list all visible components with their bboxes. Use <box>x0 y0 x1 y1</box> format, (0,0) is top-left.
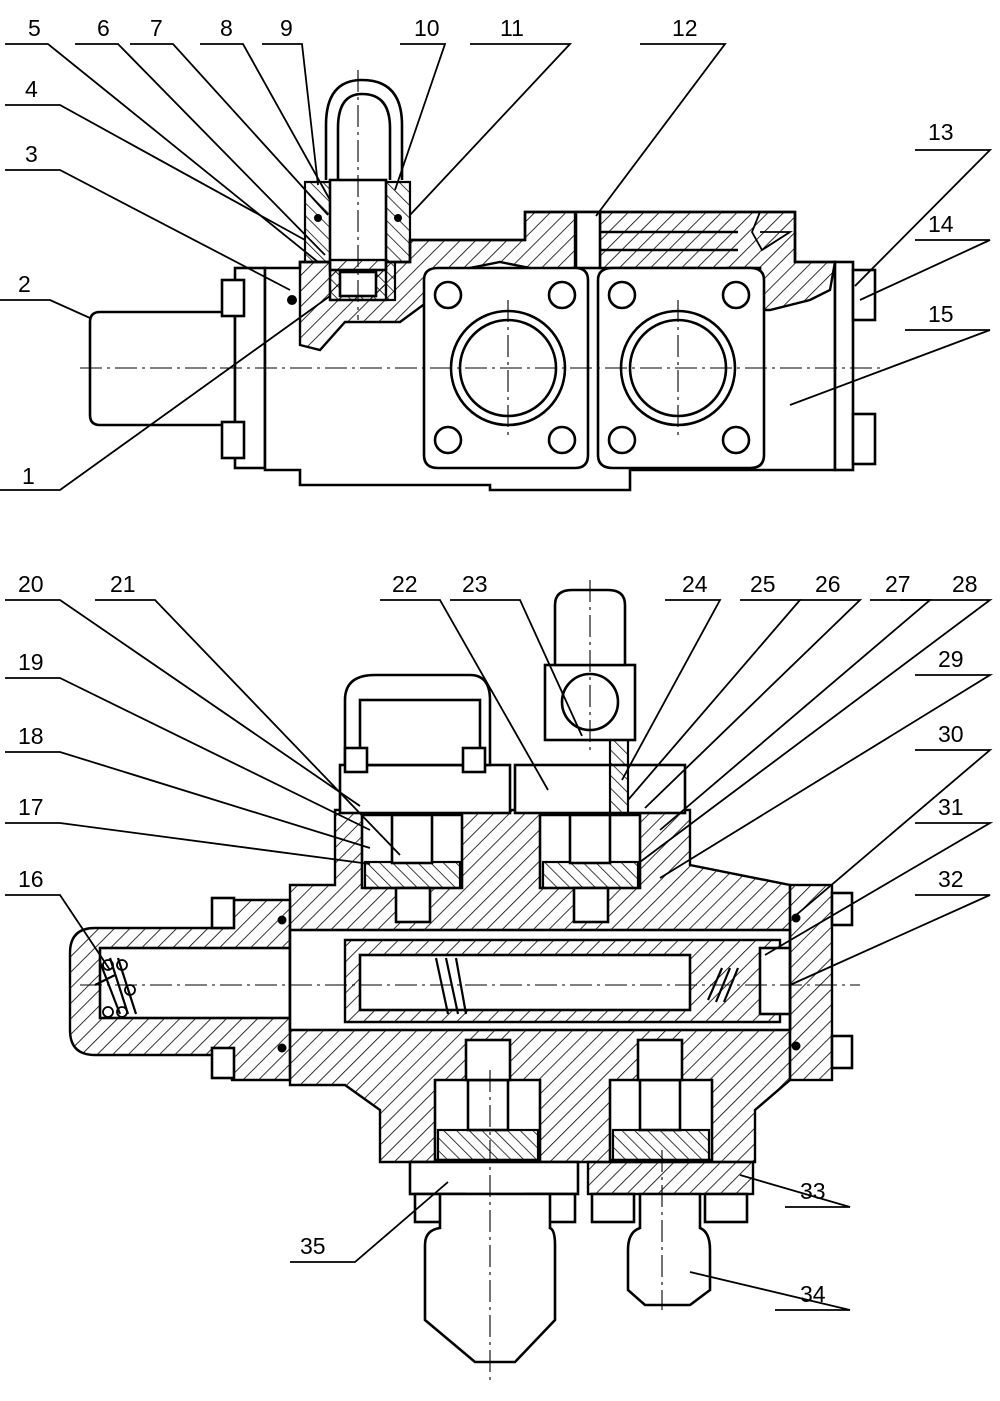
part-label: 29 <box>938 646 964 672</box>
part-label: 34 <box>800 1281 826 1307</box>
part-label: 28 <box>952 571 978 597</box>
right-flange <box>833 260 855 472</box>
left-bolt-bottom <box>220 420 246 460</box>
handle-loop-inner <box>336 92 392 180</box>
part-label: 30 <box>938 721 964 747</box>
plug-right <box>735 211 794 252</box>
part-label: 3 <box>25 141 38 167</box>
top-view <box>80 70 880 492</box>
part-label: 26 <box>815 571 841 597</box>
part-label: 5 <box>28 15 41 41</box>
part-label: 21 <box>110 571 136 597</box>
flange-bolts <box>433 280 751 455</box>
leader-lines <box>0 43 994 1311</box>
part-label: 14 <box>928 211 954 237</box>
bottom-cap-large <box>423 1192 557 1364</box>
part-label: 19 <box>18 649 44 675</box>
part-label: 2 <box>18 271 31 297</box>
right-cap-bolt-bottom <box>830 1034 854 1070</box>
spool-inner-bore <box>358 953 692 1012</box>
right-bolt-bottom <box>851 412 877 466</box>
upper-valve-nut-right <box>572 886 610 924</box>
bottom-cap-small <box>626 1192 712 1307</box>
left-bolt-top <box>220 278 246 318</box>
plug-12 <box>574 210 602 270</box>
part-label: 1 <box>22 463 35 489</box>
spring-cap-bore <box>98 946 292 1020</box>
part-label: 15 <box>928 301 954 327</box>
part-label: 32 <box>938 866 964 892</box>
part-label: 12 <box>672 15 698 41</box>
part-label: 31 <box>938 794 964 820</box>
part-label: 17 <box>18 794 44 820</box>
spring-coils-left <box>102 959 136 1018</box>
bottom-cover-left <box>408 1160 580 1196</box>
part-label: 20 <box>18 571 44 597</box>
upper-valve-nut-left <box>394 886 432 924</box>
part-label: 24 <box>682 571 708 597</box>
o-ring <box>287 295 297 305</box>
upper-valve-stem-left <box>390 813 434 865</box>
lower-valve-stem-right <box>638 1078 682 1132</box>
upper-valve-seat-left <box>363 860 462 890</box>
part-label: 4 <box>25 76 38 102</box>
part-label: 6 <box>97 15 110 41</box>
lower-valve-seat-right <box>611 1128 711 1162</box>
part-label: 11 <box>500 15 524 41</box>
part-label: 33 <box>800 1178 826 1204</box>
lower-valve-seat-left <box>436 1128 540 1162</box>
o-ring <box>394 214 402 222</box>
upper-bolt-a <box>343 746 369 774</box>
part-label: 22 <box>392 571 418 597</box>
part-label: 27 <box>885 571 911 597</box>
upper-valve-cap-band <box>358 698 482 767</box>
upper-valve-stem-right <box>568 813 612 865</box>
part-label: 7 <box>150 15 163 41</box>
part-label: 13 <box>928 119 954 145</box>
spring-middle <box>434 957 468 1015</box>
part-label: 9 <box>280 15 293 41</box>
upper-valve-seat-right <box>541 860 640 890</box>
part-label: 10 <box>414 15 440 41</box>
part-label: 18 <box>18 723 44 749</box>
bottom-view <box>68 580 860 1380</box>
o-ring <box>314 214 322 222</box>
part-label: 23 <box>462 571 488 597</box>
spool-end <box>758 946 792 1016</box>
lower-valve-nut-left <box>464 1038 512 1082</box>
lower-valve-stem-left <box>466 1078 510 1132</box>
upper-valve-housing-right <box>513 763 687 815</box>
part-labels: 5 6 7 8 9 10 11 12 4 3 2 1 13 14 15 20 2… <box>18 15 978 1307</box>
part-label: 35 <box>300 1233 326 1259</box>
cap-bolt-bottom <box>210 1046 236 1080</box>
spring-left <box>94 957 138 1015</box>
cap-bolt-top <box>210 896 236 930</box>
upper-bolt-b <box>461 746 487 774</box>
part-label: 8 <box>220 15 233 41</box>
lower-valve-nut-right <box>636 1038 684 1082</box>
handle-loop <box>324 78 404 180</box>
part-label: 16 <box>18 866 44 892</box>
part-label: 25 <box>750 571 776 597</box>
bottom-cover-right <box>586 1160 755 1196</box>
